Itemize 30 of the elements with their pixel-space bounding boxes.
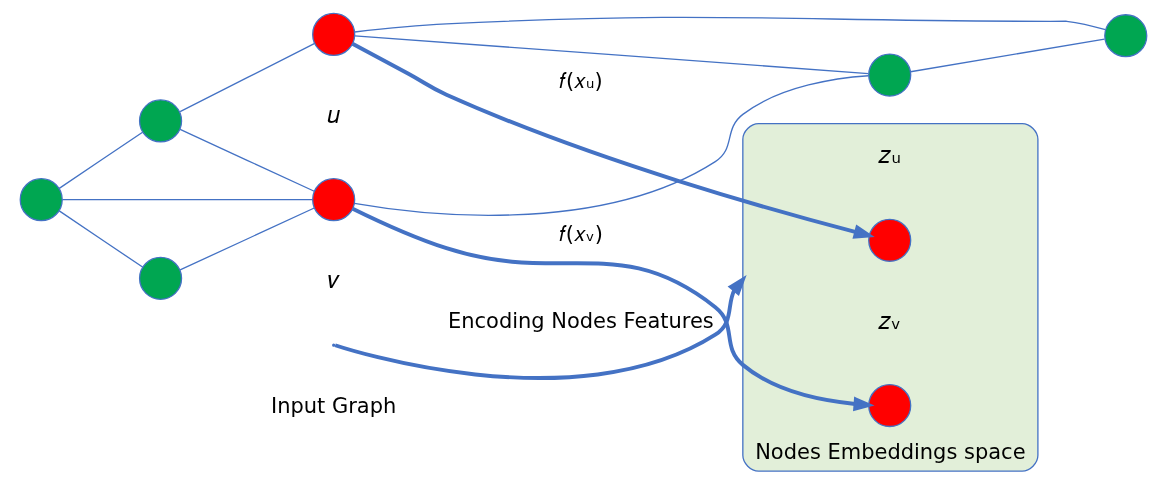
connector <box>354 35 870 75</box>
connector <box>353 75 870 216</box>
node-label: 𝑣 <box>328 266 340 295</box>
connector <box>58 131 144 189</box>
node-circle <box>19 178 63 222</box>
label: Input Graph <box>271 394 397 419</box>
connector <box>354 16 1107 33</box>
node-circle <box>868 383 912 428</box>
arrow <box>351 42 875 239</box>
node-circle <box>312 12 356 57</box>
node-label: 𝑢 <box>327 100 341 129</box>
node-label: 𝑧ᵥ <box>878 306 902 335</box>
edge-label: 𝑓(𝑥ᵥ) <box>558 222 603 247</box>
node-circle <box>138 99 183 143</box>
node-label: 𝑧ᵤ <box>878 141 901 170</box>
arrow <box>334 275 747 380</box>
connector <box>179 42 315 113</box>
connector <box>179 207 315 271</box>
edge-label: 𝑓(𝑥ᵤ) <box>558 68 603 93</box>
edge-label: Encoding Nodes Features <box>447 308 714 333</box>
connector <box>179 128 315 192</box>
node-circle <box>868 53 912 97</box>
node-circle <box>1104 14 1148 58</box>
node-circle <box>312 178 356 222</box>
node-circle <box>138 256 183 300</box>
connector <box>61 198 314 201</box>
connector <box>909 38 1106 73</box>
connector <box>58 210 144 268</box>
node-circle <box>868 218 912 262</box>
arrow <box>351 206 875 412</box>
